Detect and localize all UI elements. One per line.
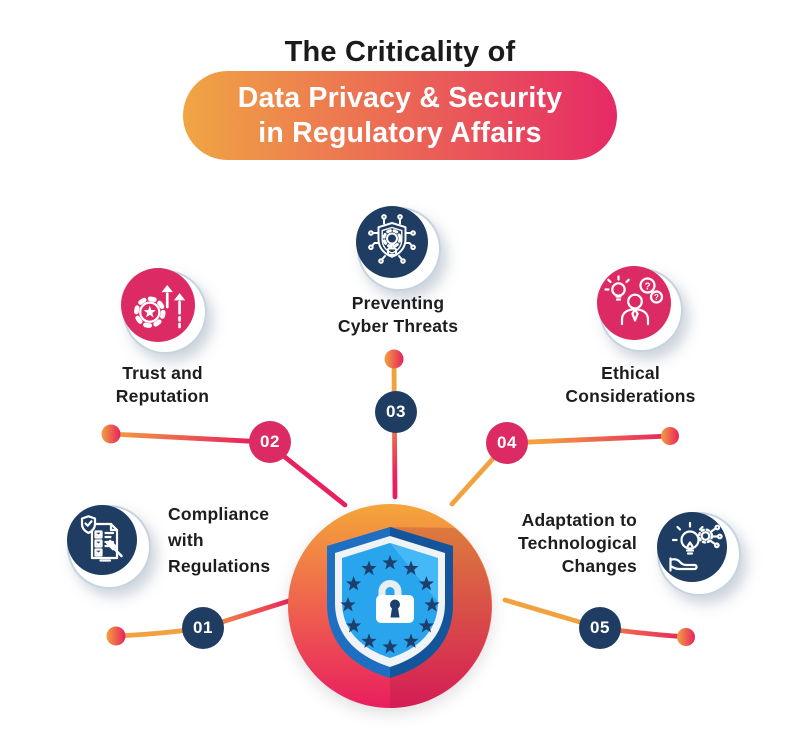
badge-01: 01 [182, 607, 224, 649]
badge-05: 05 [579, 607, 621, 649]
person-lightbulb-questions-icon: ? ? [604, 275, 664, 326]
cyber-threats-label: Preventing Cyber Threats [288, 292, 508, 338]
compliance-icon-circle [67, 505, 137, 575]
padlock-icon [376, 580, 414, 623]
ethics-icon-circle: ? ? [597, 266, 671, 340]
badge-number: 03 [386, 402, 406, 421]
cyber-icon-circle [356, 206, 428, 278]
title-banner: Data Privacy & Security in Regulatory Af… [183, 71, 617, 160]
trust-icon-circle [121, 268, 195, 342]
question-mark-glyph: ? [654, 293, 659, 302]
label-line: Technological [518, 533, 637, 553]
label-line: Ethical [601, 363, 660, 383]
banner-line-1: Data Privacy & Security [237, 81, 563, 114]
badge-number: 01 [193, 618, 213, 637]
connector-dot-03 [384, 349, 404, 369]
banner-line-2: in Regulatory Affairs [258, 116, 542, 149]
question-mark-glyph: ? [644, 282, 650, 293]
label-line: Regulations [168, 556, 271, 576]
connector-line-04 [449, 433, 673, 507]
compliance-checklist-gavel-icon [80, 515, 123, 562]
hand-lightbulb-gear-icon [669, 521, 723, 572]
center-emblem [288, 504, 492, 708]
connector-line-02 [108, 431, 348, 508]
label-line: with [168, 530, 204, 550]
connector-dot-04 [661, 427, 679, 445]
gear-star-growth-arrows-icon [134, 284, 186, 329]
shield-lock-stars-icon [327, 527, 453, 678]
label-line: Considerations [565, 386, 696, 406]
label-line: Cyber Threats [337, 316, 459, 336]
connector-dot-05 [677, 628, 695, 646]
connector-dot-01 [106, 626, 126, 646]
badge-03: 03 [375, 391, 417, 433]
trust-reputation-label: Trust and Reputation [60, 362, 265, 408]
ethical-considerations-label: Ethical Considerations [528, 362, 733, 408]
compliance-label: Compliance with Regulations [168, 501, 318, 579]
adaptation-icon-circle [657, 512, 727, 582]
label-line: Preventing [351, 293, 445, 313]
badge-04: 04 [486, 422, 528, 464]
cyber-shield-gear-icon [368, 214, 416, 264]
label-line: Compliance [168, 504, 270, 524]
badge-number: 02 [260, 432, 280, 451]
adaptation-label: Adaptation to Technological Changes [437, 509, 637, 578]
label-line: Adaptation to [521, 510, 637, 530]
badge-02: 02 [249, 421, 291, 463]
label-line: Changes [561, 556, 637, 576]
badge-number: 05 [590, 618, 610, 637]
connector-dot-02 [101, 424, 121, 444]
label-line: Reputation [115, 386, 210, 406]
label-line: Trust and [122, 363, 203, 383]
badge-number: 04 [497, 433, 517, 452]
page-title: The Criticality of [284, 36, 516, 68]
